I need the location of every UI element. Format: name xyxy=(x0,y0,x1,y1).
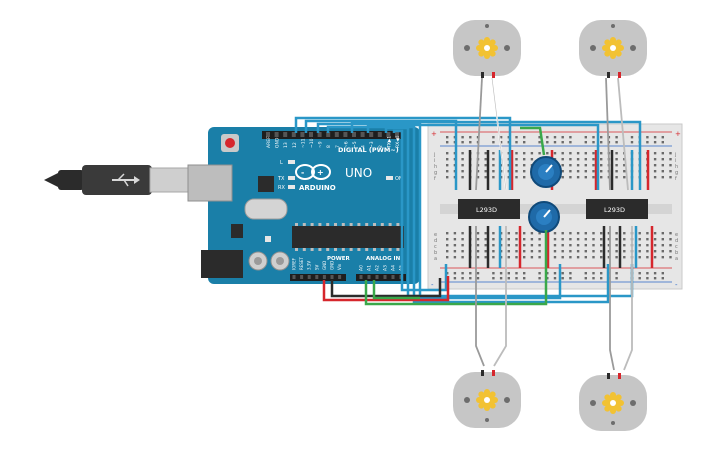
analog-pin-label: A4 xyxy=(391,265,397,271)
digital-pin-label: RX◀0 xyxy=(395,135,401,148)
usb-cable xyxy=(44,165,191,195)
motor-top-left[interactable] xyxy=(453,20,521,78)
led-rx-label: RX xyxy=(278,185,285,191)
row-letter: d xyxy=(434,238,437,244)
arduino-logo: - + xyxy=(295,164,331,180)
gear-icon xyxy=(602,392,624,414)
gear-icon xyxy=(602,37,624,59)
digital-pin-label: 2 xyxy=(378,145,384,148)
row-letter: j xyxy=(674,152,676,158)
power-pin-label: GND xyxy=(330,261,335,270)
chip-left-label: L293D xyxy=(476,206,497,214)
gear-icon xyxy=(476,37,498,59)
digital-header-label: DIGITAL (PWM~) xyxy=(338,146,399,154)
driver-chip-right[interactable]: L293D xyxy=(586,199,648,219)
plus-rail-label: + xyxy=(431,130,437,138)
row-letter: c xyxy=(434,244,437,250)
digital-pin-label: ~11 xyxy=(300,138,306,148)
potentiometer-top[interactable] xyxy=(530,156,562,188)
digital-pin-label: 13 xyxy=(283,142,289,148)
row-letter: c xyxy=(675,244,678,250)
power-pin-label: 5V xyxy=(314,264,319,270)
power-pin-label: IOREF xyxy=(292,257,297,270)
row-letter: f xyxy=(675,176,677,182)
gear-icon xyxy=(476,389,498,411)
analog-header-label: ANALOG IN xyxy=(366,256,401,262)
led-l-label: L xyxy=(280,160,283,166)
motor-bottom-left[interactable] xyxy=(453,370,521,428)
analog-pin-label: A2 xyxy=(375,265,381,271)
row-letter: e xyxy=(675,232,678,238)
row-letter: b xyxy=(434,250,437,256)
plus-rail-label-right: + xyxy=(675,130,681,138)
driver-chip-left[interactable]: L293D xyxy=(458,199,520,219)
row-letter: j xyxy=(433,152,435,158)
usb-icon xyxy=(112,173,140,187)
motor-bottom-right[interactable] xyxy=(579,373,647,431)
row-letter: e xyxy=(434,232,437,238)
motor-top-right[interactable] xyxy=(579,20,647,78)
row-letter: i xyxy=(434,158,435,164)
row-letter: h xyxy=(675,164,678,170)
digital-pin-label: TX▶1 xyxy=(386,136,392,149)
row-letter: i xyxy=(675,158,676,164)
led-tx-label: TX xyxy=(277,176,285,182)
power-pin-label: GND xyxy=(322,261,327,270)
digital-pin-label: 7 xyxy=(335,145,341,148)
row-letter: h xyxy=(434,164,437,170)
digital-pin-label: ~9 xyxy=(318,141,324,148)
minus-rail-label: - xyxy=(431,281,434,289)
digital-pin-label: ~10 xyxy=(309,138,315,148)
digital-pin-label: 4 xyxy=(361,145,367,148)
model-label: UNO xyxy=(345,166,372,180)
row-letter: g xyxy=(434,170,437,176)
chip-right-label: L293D xyxy=(604,206,625,214)
breadboard-jumpers xyxy=(468,150,654,268)
digital-pin-label: 12 xyxy=(292,142,298,148)
digital-pin-label: 8 xyxy=(326,145,332,148)
row-letter: a xyxy=(675,256,678,262)
row-letter: g xyxy=(675,170,678,176)
power-pin-label: Vin xyxy=(337,263,342,270)
power-header-label: POWER xyxy=(327,256,351,262)
motor-leads xyxy=(475,77,633,371)
reset-button[interactable] xyxy=(225,138,235,148)
svg-text:+: + xyxy=(317,168,324,177)
minus-rail-label-right: - xyxy=(675,281,678,289)
power-pin-label: RESET xyxy=(299,257,304,270)
microcontroller-pins xyxy=(295,223,400,251)
digital-pin-label: AREF xyxy=(266,136,272,148)
digital-pin-label: GND xyxy=(275,137,281,148)
row-letter: d xyxy=(675,238,678,244)
brand-label: ARDUINO xyxy=(299,184,336,192)
on-label: ON xyxy=(395,176,403,182)
digital-pin-label: ~5 xyxy=(352,141,358,148)
row-letter: b xyxy=(675,250,678,256)
row-letter: a xyxy=(434,256,437,262)
analog-pin-label: A3 xyxy=(383,265,389,271)
row-letter: f xyxy=(434,176,436,182)
svg-text:-: - xyxy=(301,168,304,177)
potentiometer-bottom[interactable] xyxy=(528,201,560,233)
analog-pin-label: A1 xyxy=(367,265,373,271)
analog-pin-label: A0 xyxy=(359,265,365,271)
digital-pin-label: ~6 xyxy=(343,141,349,148)
power-pin-label: 3.3V xyxy=(307,261,312,270)
digital-pin-label: ~3 xyxy=(369,141,375,148)
